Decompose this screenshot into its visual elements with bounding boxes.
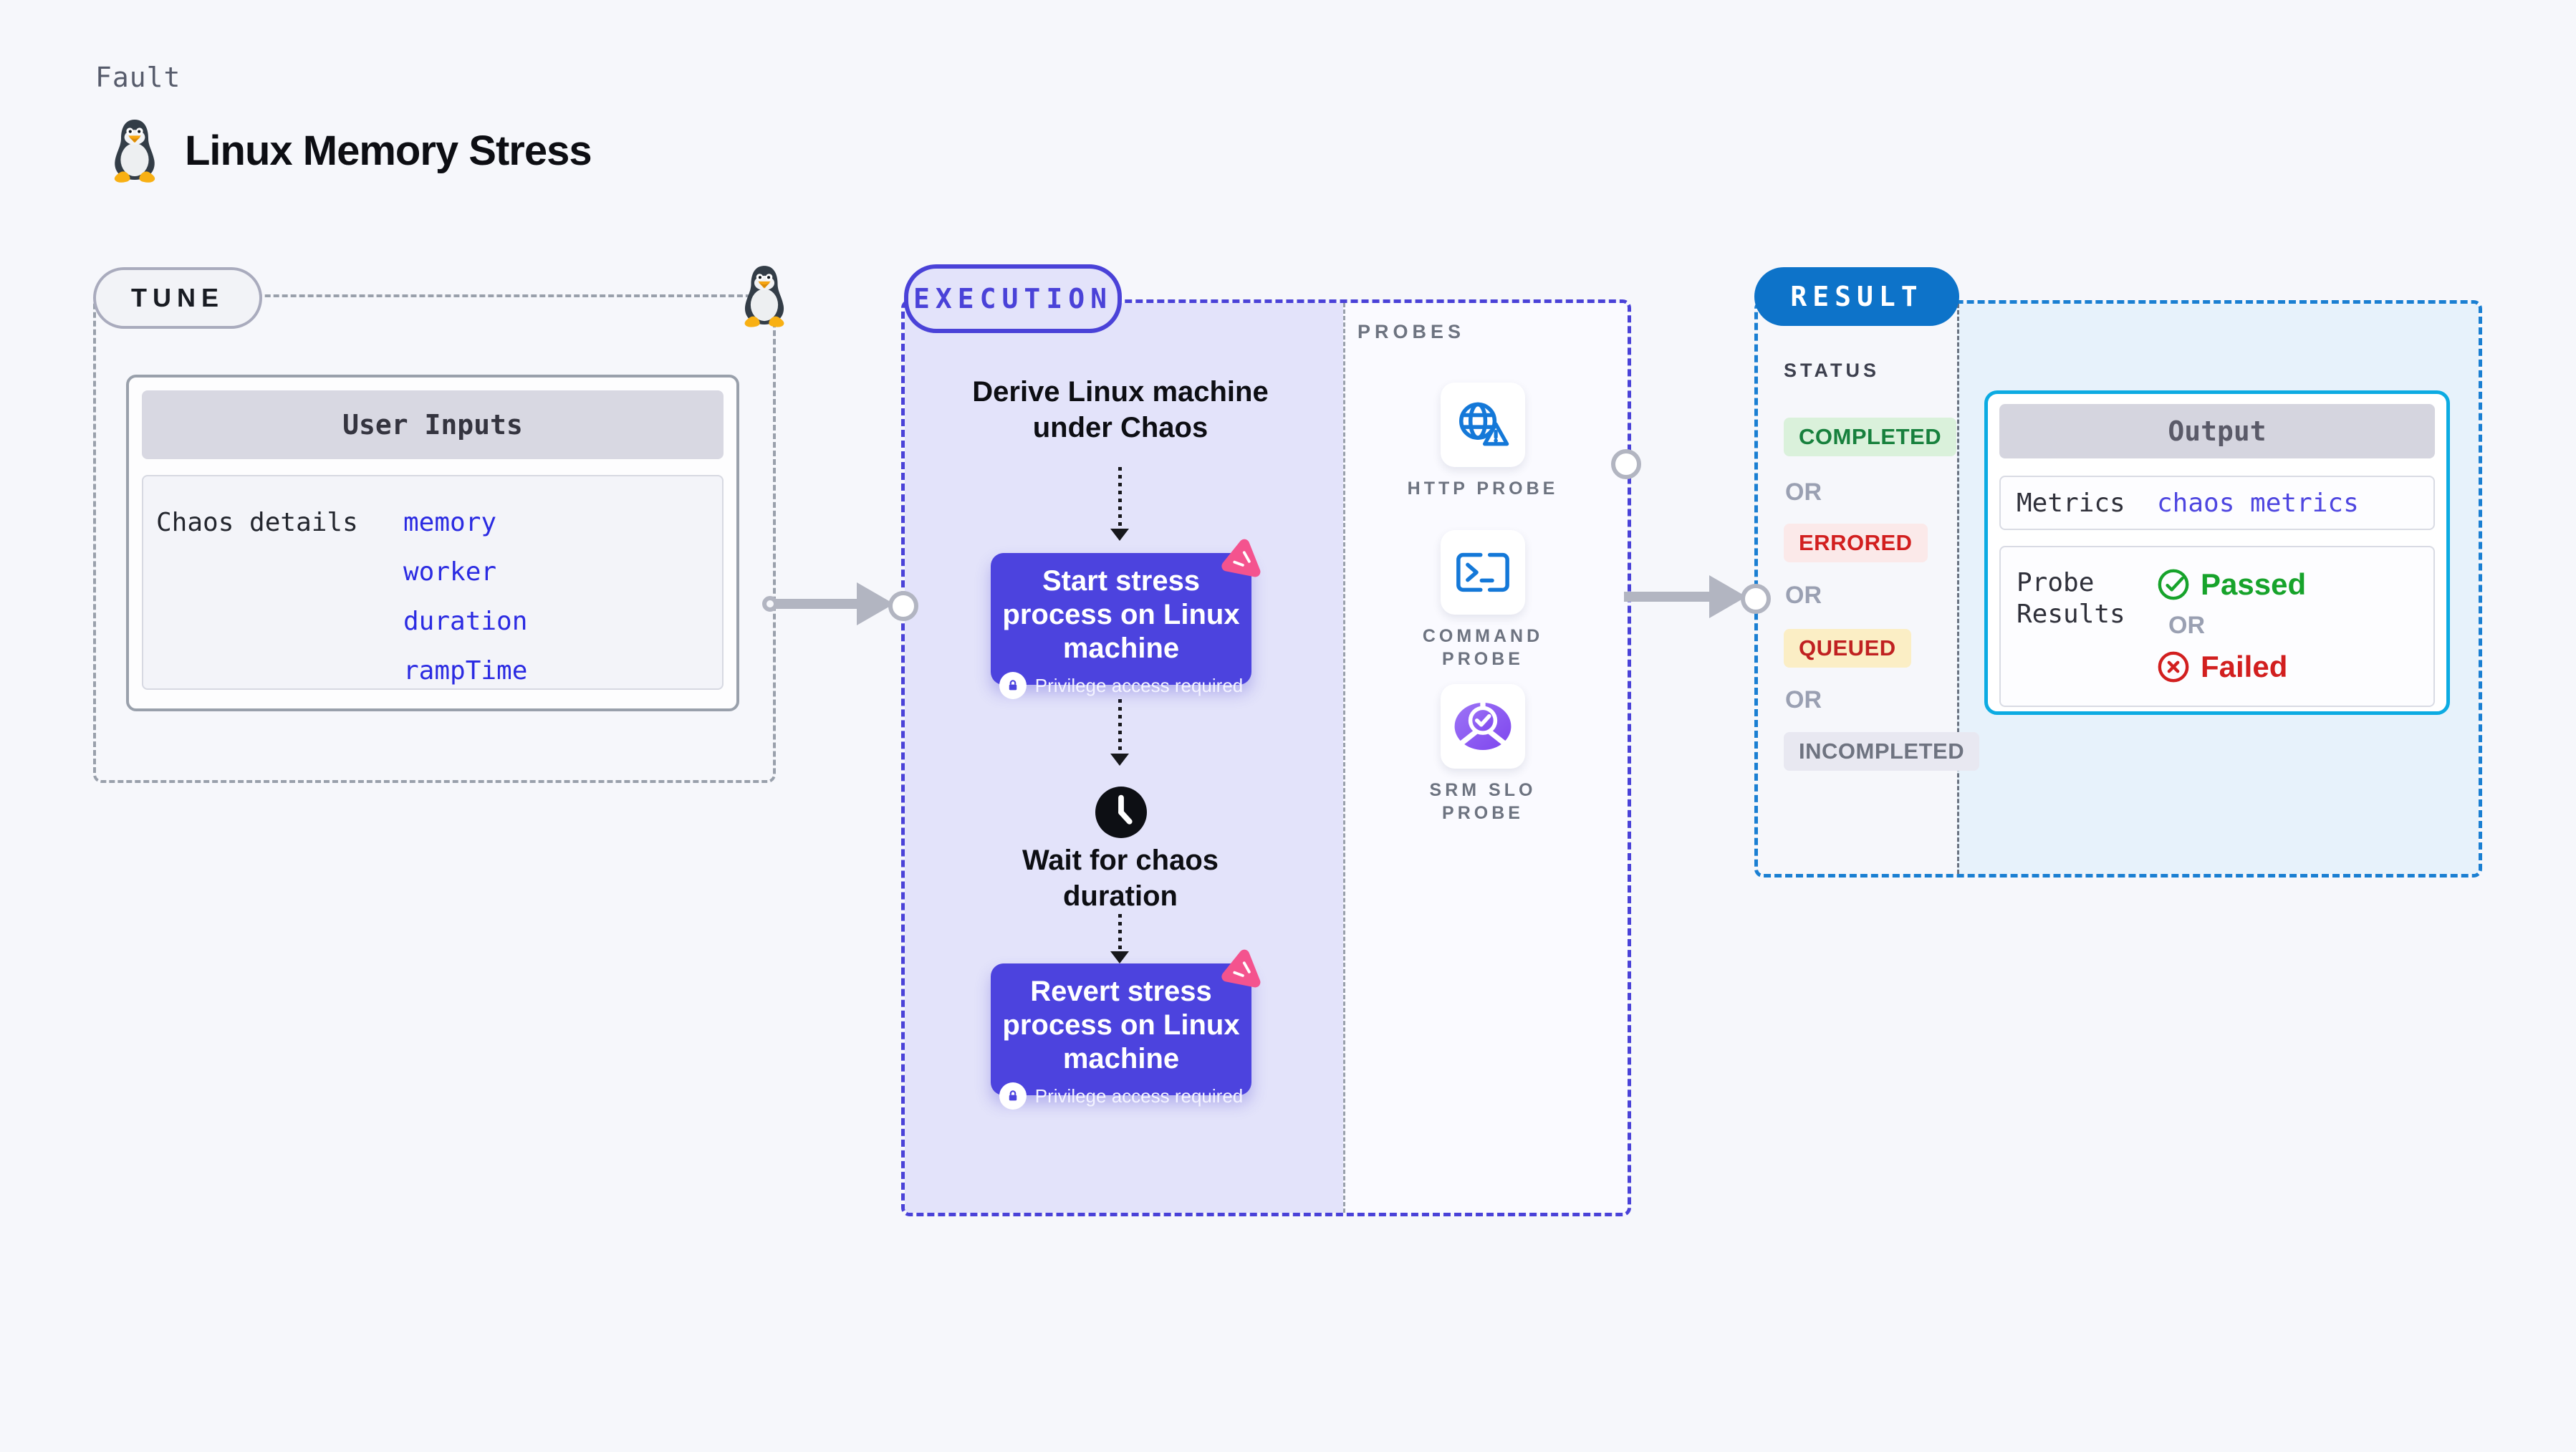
page-title-row: Linux Memory Stress	[106, 117, 592, 183]
output-header: Output	[1999, 404, 2435, 458]
http-probe-label: HTTP PROBE	[1407, 479, 1559, 499]
lock-icon	[999, 672, 1027, 699]
status-badge-errored: ERRORED	[1784, 524, 1928, 562]
connector-dot	[762, 596, 778, 612]
revert-stress-node: Revert stress process on Linux machine P…	[991, 963, 1251, 1110]
arrowhead-icon	[857, 582, 894, 625]
chaos-details-label: Chaos details	[156, 508, 358, 537]
chaos-badge-icon	[1219, 534, 1266, 582]
command-probe-card	[1441, 530, 1525, 615]
user-inputs-card: User Inputs Chaos details memory worker …	[126, 375, 739, 711]
probe-results-label: Probe Results	[2017, 568, 2125, 629]
or-label: OR	[1785, 479, 1822, 506]
metrics-row: Metrics chaos metrics	[1999, 476, 2435, 530]
input-value: worker	[403, 557, 497, 587]
page-kicker: Fault	[95, 62, 181, 93]
result-pill: RESULT	[1754, 267, 1959, 326]
input-value: duration	[403, 607, 528, 636]
linux-tux-corner-icon	[744, 266, 784, 327]
globe-alert-icon	[1459, 402, 1509, 446]
slo-gauge-icon	[1454, 701, 1512, 750]
passed-option: Passed	[2157, 567, 2306, 602]
metrics-label: Metrics	[2017, 488, 2125, 518]
arrow-execution-result	[1624, 592, 1714, 602]
connector-ring	[888, 591, 918, 621]
arrowhead-icon	[1110, 754, 1129, 766]
probe-results-row: Probe Results Passed OR Fai	[1999, 546, 2435, 707]
arrowhead-icon	[1709, 575, 1746, 618]
srm-slo-probe-label: SRM SLO PROBE	[1429, 780, 1537, 823]
input-value: memory	[403, 508, 497, 537]
derive-step-label: Derive Linux machine under Chaos	[972, 376, 1269, 443]
input-value: rampTime	[403, 656, 528, 686]
flow-connector	[1118, 467, 1122, 529]
failed-option: Failed	[2157, 650, 2306, 684]
chaos-details-values: memory worker duration rampTime	[403, 498, 527, 688]
execution-pill: EXECUTION	[904, 264, 1122, 333]
arrow-tune-execution	[770, 599, 863, 609]
flow-connector	[1118, 914, 1122, 951]
start-stress-node: Start stress process on Linux machine Pr…	[991, 553, 1251, 699]
terminal-icon	[1456, 552, 1509, 592]
or-label: OR	[2168, 612, 2205, 639]
arrowhead-icon	[1110, 529, 1129, 541]
srm-slo-probe-card	[1441, 684, 1525, 769]
wait-step-label: Wait for chaos duration	[1022, 845, 1219, 912]
privilege-row: Privilege access required	[991, 1082, 1251, 1110]
flow-connector	[1118, 699, 1122, 754]
linux-tux-icon	[114, 120, 155, 183]
connector-ring	[1611, 449, 1641, 479]
user-inputs-header: User Inputs	[142, 390, 724, 459]
command-probe-label: COMMAND PROBE	[1422, 626, 1544, 669]
user-inputs-body: Chaos details memory worker duration ram…	[142, 475, 724, 690]
privilege-row: Privilege access required	[991, 672, 1251, 699]
status-badge-queued: QUEUED	[1784, 629, 1911, 668]
probes-title: PROBES	[1357, 321, 1466, 342]
check-circle-icon	[2158, 569, 2189, 600]
output-card: Output Metrics chaos metrics Probe Resul…	[1984, 390, 2450, 715]
http-probe-card	[1441, 383, 1525, 467]
clock-icon	[1095, 787, 1147, 838]
status-badge-completed: COMPLETED	[1784, 418, 1957, 456]
lock-icon	[999, 1082, 1027, 1110]
connector-ring	[1741, 584, 1771, 614]
metrics-value: chaos metrics	[2157, 488, 2359, 518]
status-badge-incompleted: INCOMPLETED	[1784, 732, 1980, 771]
or-label: OR	[1785, 582, 1822, 609]
arrowhead-icon	[1110, 951, 1129, 963]
status-title: STATUS	[1784, 360, 1880, 381]
probe-results-options: Passed OR Failed	[2157, 567, 2306, 706]
chaos-badge-icon	[1219, 945, 1266, 992]
tune-section-box	[93, 294, 776, 783]
tune-pill: TUNE	[93, 267, 262, 329]
or-label: OR	[1785, 686, 1822, 713]
x-circle-icon	[2158, 651, 2189, 683]
page-title: Linux Memory Stress	[185, 127, 592, 174]
